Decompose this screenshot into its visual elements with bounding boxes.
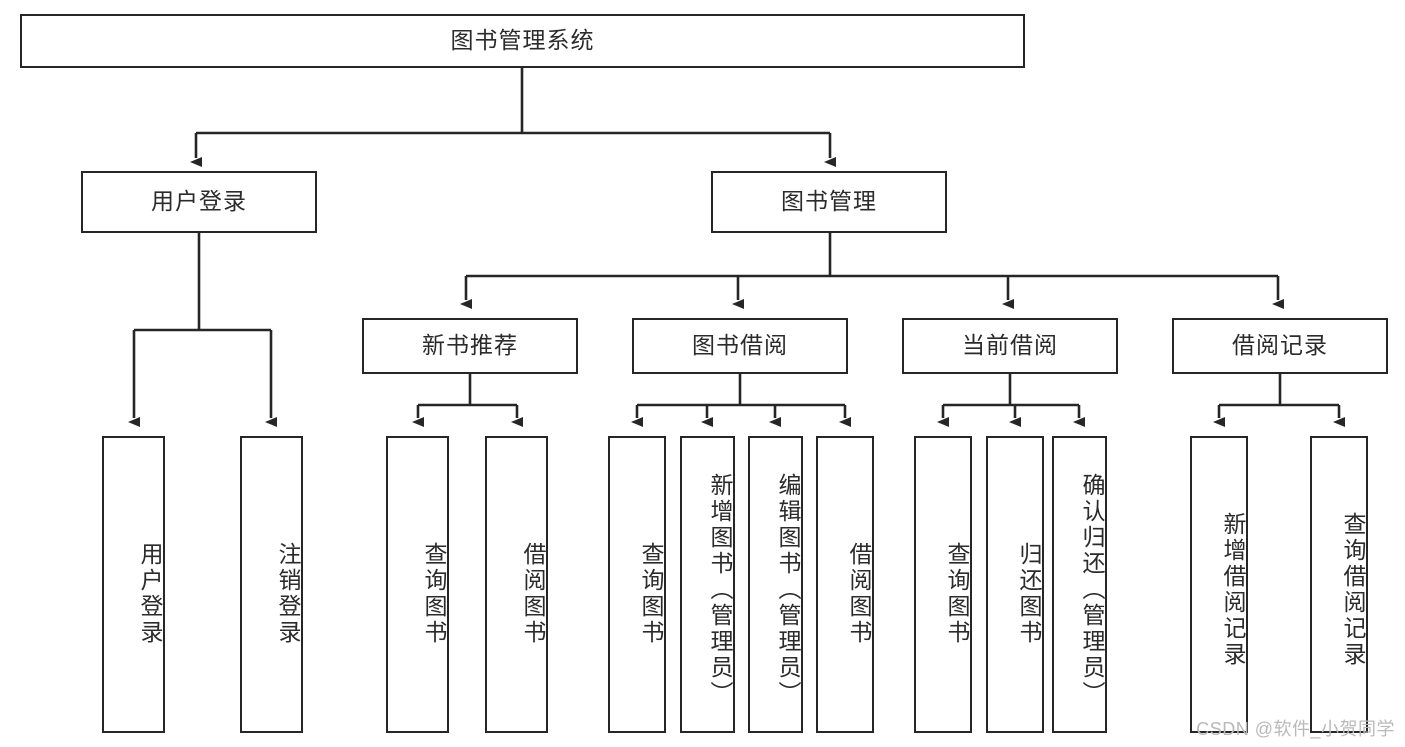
node-leaf-query-book-borrow[interactable]: 查询图书 bbox=[608, 436, 666, 733]
node-leaf-logout-label: 注销登录 bbox=[275, 541, 301, 646]
node-leaf-add-book-admin-label: 新增图书（管理员） bbox=[707, 472, 733, 707]
node-leaf-add-book-admin[interactable]: 新增图书（管理员） bbox=[680, 436, 735, 733]
node-leaf-query-book-current-label: 查询图书 bbox=[944, 541, 970, 646]
node-leaf-borrow-book-recommend[interactable]: 借阅图书 bbox=[485, 436, 548, 733]
node-borrow-record-label: 借阅记录 bbox=[1232, 332, 1328, 359]
node-book-borrow-label: 图书借阅 bbox=[692, 332, 788, 359]
node-current-borrow-label: 当前借阅 bbox=[962, 332, 1058, 359]
node-leaf-confirm-return-admin[interactable]: 确认归还（管理员） bbox=[1052, 436, 1107, 733]
node-leaf-borrow-book[interactable]: 借阅图书 bbox=[816, 436, 874, 733]
node-root-label: 图书管理系统 bbox=[450, 27, 595, 54]
node-leaf-query-book-current[interactable]: 查询图书 bbox=[914, 436, 972, 733]
node-new-book-recommend-label: 新书推荐 bbox=[422, 332, 518, 359]
node-borrow-record[interactable]: 借阅记录 bbox=[1172, 318, 1388, 374]
node-leaf-borrow-book-label: 借阅图书 bbox=[846, 541, 872, 646]
node-book-borrow[interactable]: 图书借阅 bbox=[632, 318, 848, 374]
node-leaf-edit-book-admin-label: 编辑图书（管理员） bbox=[775, 472, 801, 707]
csdn-watermark: CSDN @软件_小贺同学 bbox=[1196, 719, 1395, 739]
node-leaf-add-borrow-record-label: 新增借阅记录 bbox=[1220, 511, 1246, 668]
node-leaf-user-login[interactable]: 用户登录 bbox=[102, 436, 165, 733]
node-leaf-user-login-label: 用户登录 bbox=[137, 541, 163, 646]
node-user-login-label: 用户登录 bbox=[151, 188, 247, 215]
node-leaf-query-book-borrow-label: 查询图书 bbox=[638, 541, 664, 646]
node-leaf-logout[interactable]: 注销登录 bbox=[240, 436, 303, 733]
node-root[interactable]: 图书管理系统 bbox=[20, 14, 1025, 68]
node-leaf-confirm-return-admin-label: 确认归还（管理员） bbox=[1079, 472, 1105, 707]
node-leaf-return-book-label: 归还图书 bbox=[1016, 541, 1042, 646]
node-user-login[interactable]: 用户登录 bbox=[81, 171, 317, 233]
node-leaf-edit-book-admin[interactable]: 编辑图书（管理员） bbox=[748, 436, 803, 733]
node-book-manage-label: 图书管理 bbox=[781, 188, 877, 215]
node-leaf-return-book[interactable]: 归还图书 bbox=[986, 436, 1044, 733]
node-leaf-add-borrow-record[interactable]: 新增借阅记录 bbox=[1190, 436, 1248, 733]
node-current-borrow[interactable]: 当前借阅 bbox=[902, 318, 1118, 374]
node-leaf-query-borrow-record[interactable]: 查询借阅记录 bbox=[1310, 436, 1368, 733]
node-book-manage[interactable]: 图书管理 bbox=[711, 171, 947, 233]
node-leaf-query-book-recommend[interactable]: 查询图书 bbox=[386, 436, 449, 733]
node-leaf-query-borrow-record-label: 查询借阅记录 bbox=[1340, 511, 1366, 668]
node-new-book-recommend[interactable]: 新书推荐 bbox=[362, 318, 578, 374]
node-leaf-borrow-book-recommend-label: 借阅图书 bbox=[520, 541, 546, 646]
node-leaf-query-book-recommend-label: 查询图书 bbox=[421, 541, 447, 646]
